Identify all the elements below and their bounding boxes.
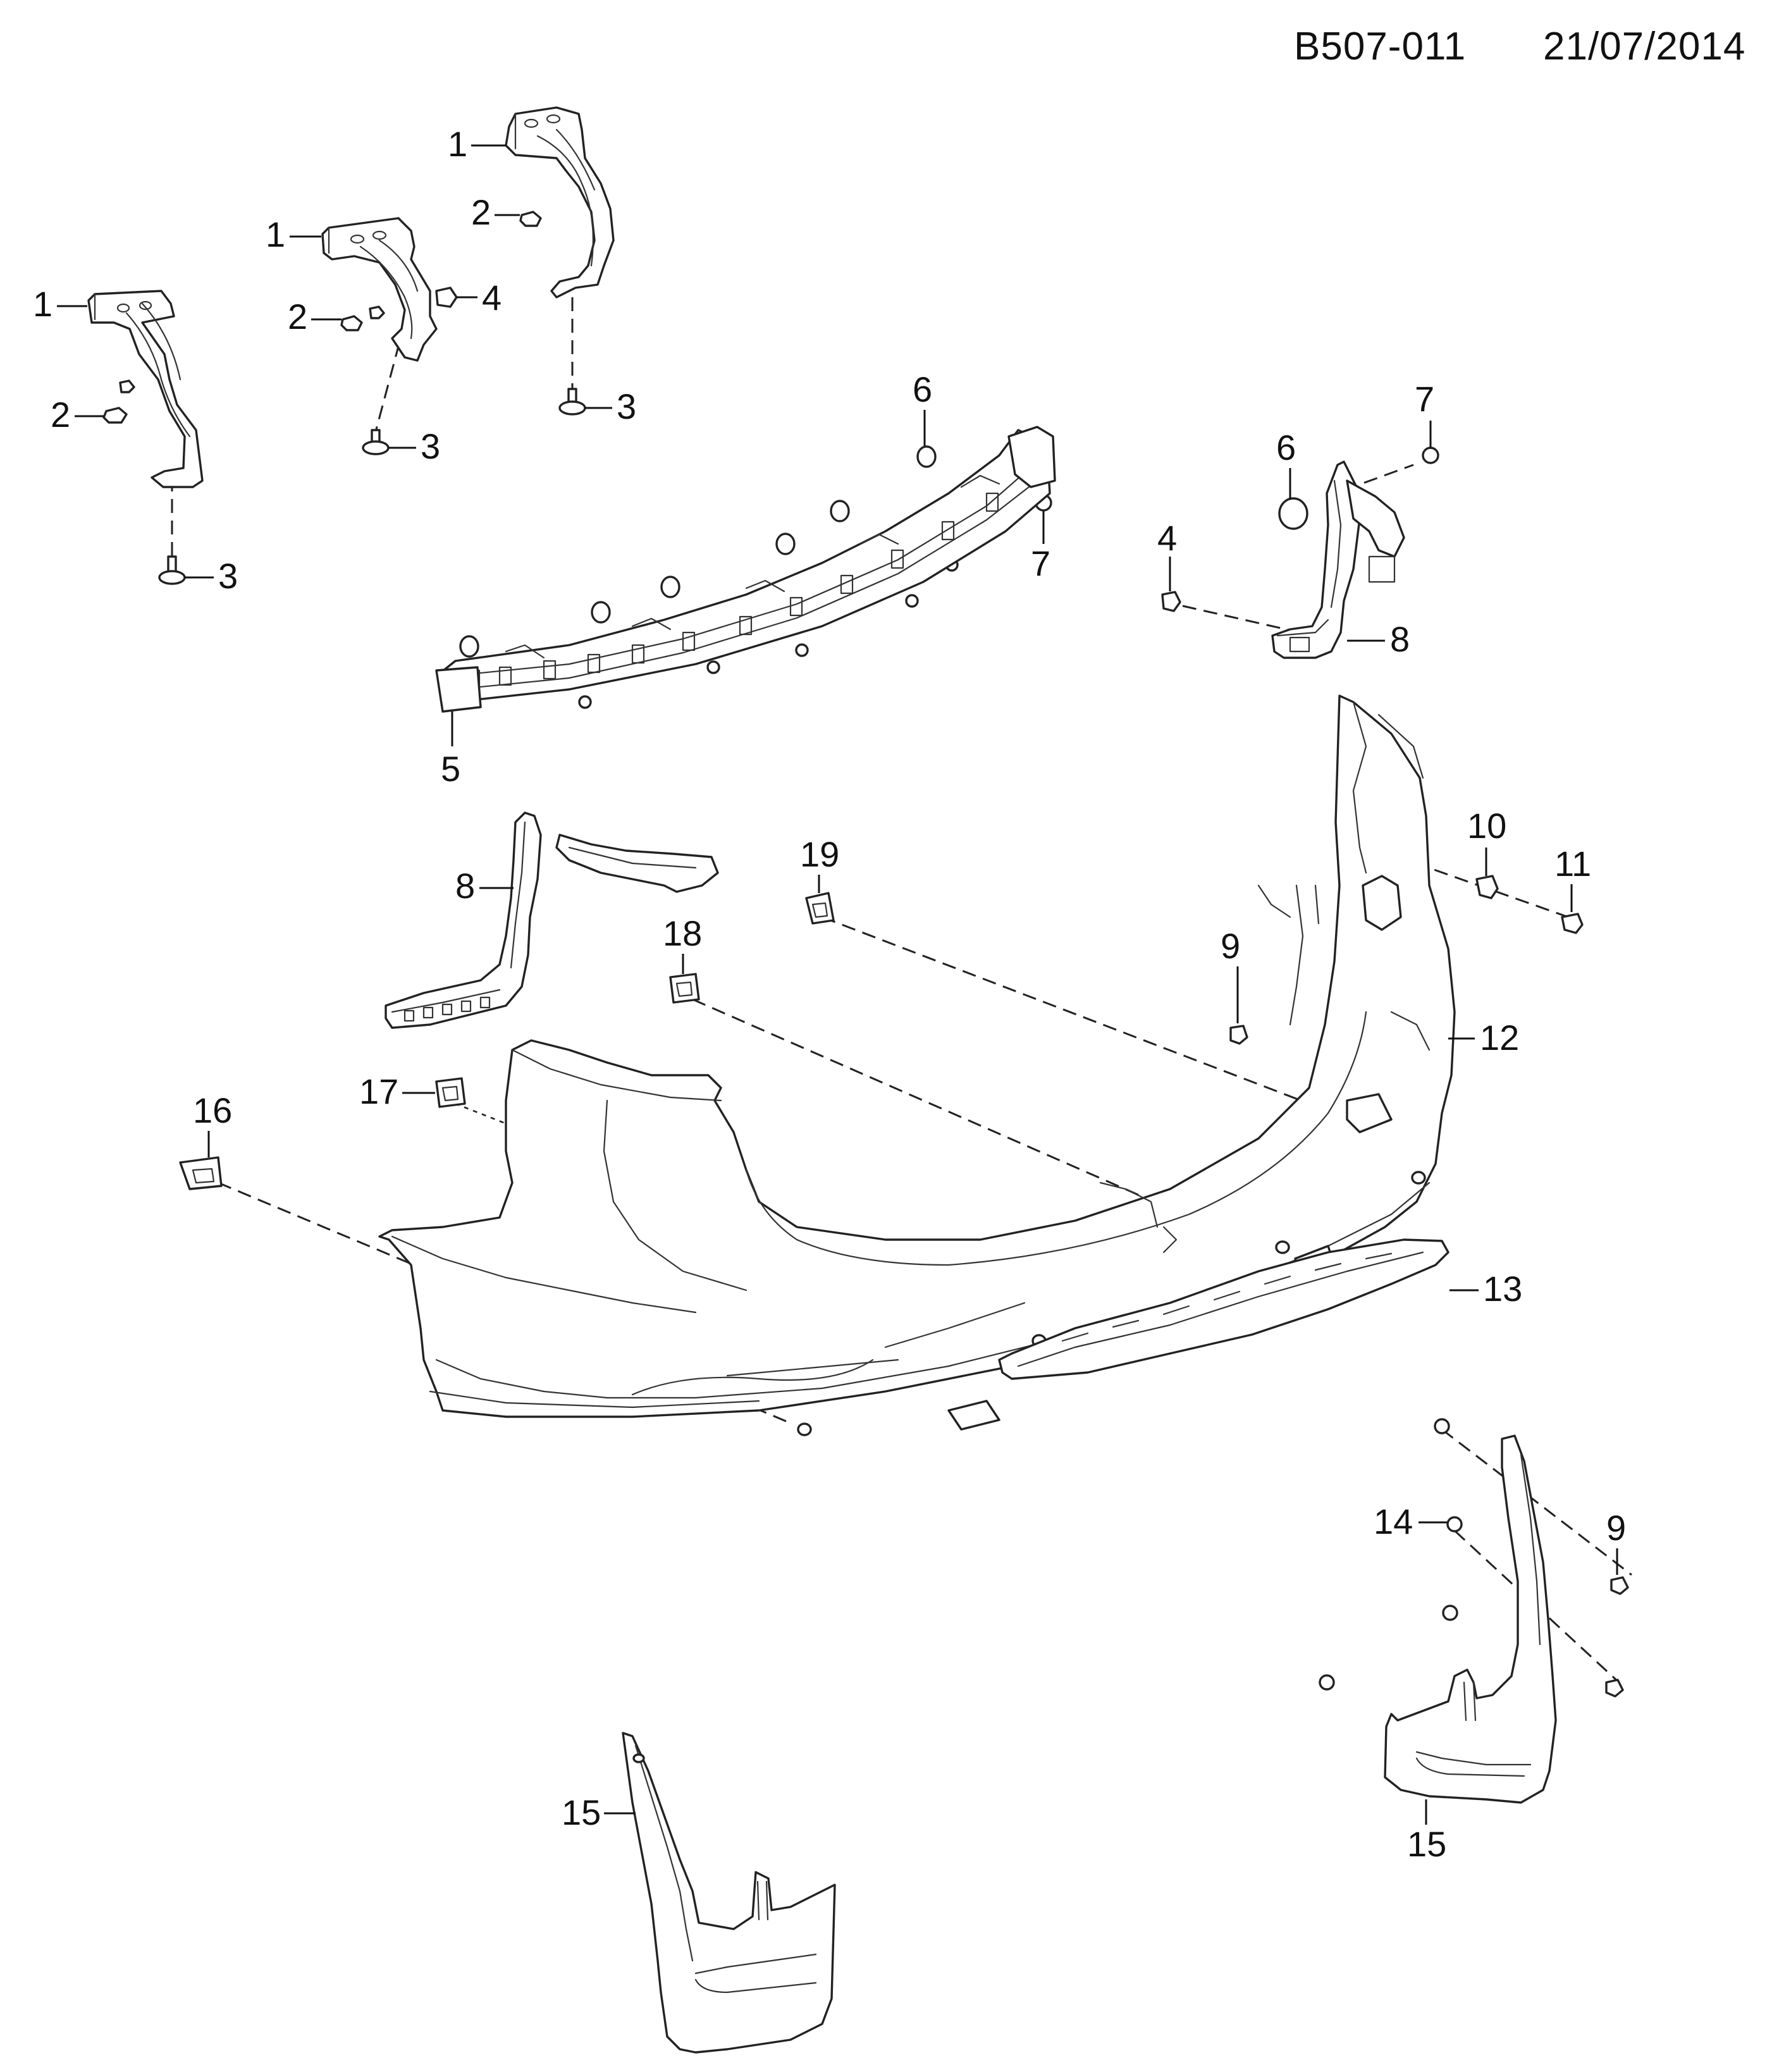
callout-14: 14 (1374, 1502, 1447, 1541)
callout-17: 17 (359, 1071, 435, 1111)
bracket-middle (321, 217, 438, 362)
callout-8-b: 8 (455, 866, 514, 906)
callout-3-b: 3 (388, 426, 440, 466)
svg-text:6: 6 (913, 369, 932, 409)
callout-13: 13 (1449, 1269, 1522, 1309)
svg-text:3: 3 (617, 386, 636, 426)
callout-7-a: 7 (1031, 511, 1050, 583)
callout-12: 12 (1448, 1018, 1519, 1058)
svg-text:14: 14 (1374, 1502, 1413, 1541)
svg-text:9: 9 (1606, 1508, 1626, 1548)
svg-text:3: 3 (421, 426, 440, 466)
callout-3-a: 3 (185, 556, 238, 596)
bracket-left (87, 290, 204, 488)
svg-text:2: 2 (288, 297, 307, 336)
callout-4-b: 4 (1157, 518, 1177, 591)
callout-3-c: 3 (585, 386, 636, 426)
svg-text:2: 2 (471, 192, 491, 232)
diagram-code: B507-011 (1294, 25, 1467, 68)
callout-9-a: 9 (1221, 926, 1240, 1023)
svg-text:1: 1 (448, 124, 467, 164)
callout-9-b: 9 (1606, 1508, 1626, 1575)
svg-text:17: 17 (359, 1071, 398, 1111)
callout-1-a: 1 (33, 284, 87, 324)
svg-text:6: 6 (1276, 428, 1296, 467)
callout-6-b: 6 (1276, 428, 1296, 500)
callout-4-a: 4 (457, 278, 502, 318)
bumper-fascia (378, 694, 1456, 1436)
svg-text:4: 4 (482, 278, 502, 318)
diagram-date: 21/07/2014 (1543, 25, 1746, 68)
svg-text:1: 1 (266, 214, 285, 254)
callout-2-a: 2 (51, 395, 104, 435)
svg-text:3: 3 (218, 556, 238, 596)
rear-diffuser (998, 1238, 1449, 1380)
callout-16: 16 (193, 1090, 232, 1157)
fasteners (102, 211, 1629, 1698)
svg-text:2: 2 (51, 395, 70, 435)
callout-6-a: 6 (913, 369, 932, 446)
callout-8-a: 8 (1347, 619, 1410, 659)
callout-10: 10 (1467, 806, 1506, 876)
svg-text:13: 13 (1483, 1269, 1522, 1309)
mud-flap-left (622, 1732, 836, 2054)
svg-text:8: 8 (455, 866, 475, 906)
callout-1-c: 1 (448, 124, 506, 164)
svg-text:7: 7 (1415, 379, 1434, 419)
callout-11: 11 (1554, 844, 1591, 912)
callout-19: 19 (800, 834, 839, 893)
callout-15-a: 15 (1407, 1799, 1446, 1864)
callout-2-b: 2 (288, 297, 342, 336)
svg-text:8: 8 (1390, 619, 1410, 659)
svg-text:5: 5 (441, 749, 460, 789)
svg-text:18: 18 (663, 913, 702, 953)
svg-text:9: 9 (1221, 926, 1240, 966)
svg-text:7: 7 (1031, 543, 1050, 583)
svg-text:10: 10 (1467, 806, 1506, 846)
callout-7-b: 7 (1415, 379, 1434, 448)
callouts: 1 1 1 2 2 2 3 3 3 4 4 5 6 6 7 7 8 8 9 9 … (33, 124, 1626, 1864)
svg-text:1: 1 (33, 284, 52, 324)
callout-2-c: 2 (471, 192, 520, 232)
svg-text:11: 11 (1554, 844, 1591, 884)
svg-text:16: 16 (193, 1090, 232, 1130)
callout-1-b: 1 (266, 214, 321, 254)
bumper-reinforcement (435, 426, 1056, 713)
bumper-side-bracket-right (1271, 460, 1405, 659)
svg-text:15: 15 (562, 1792, 601, 1832)
mud-flap-right (1384, 1434, 1557, 1804)
callout-15-b: 15 (562, 1792, 636, 1832)
bracket-right (505, 106, 615, 299)
svg-text:19: 19 (800, 834, 839, 874)
svg-text:15: 15 (1407, 1824, 1446, 1864)
callout-18: 18 (663, 913, 702, 974)
callout-5: 5 (441, 712, 460, 789)
svg-text:4: 4 (1157, 518, 1177, 558)
bumper-side-bracket-left (385, 811, 719, 1029)
svg-text:12: 12 (1480, 1018, 1519, 1058)
